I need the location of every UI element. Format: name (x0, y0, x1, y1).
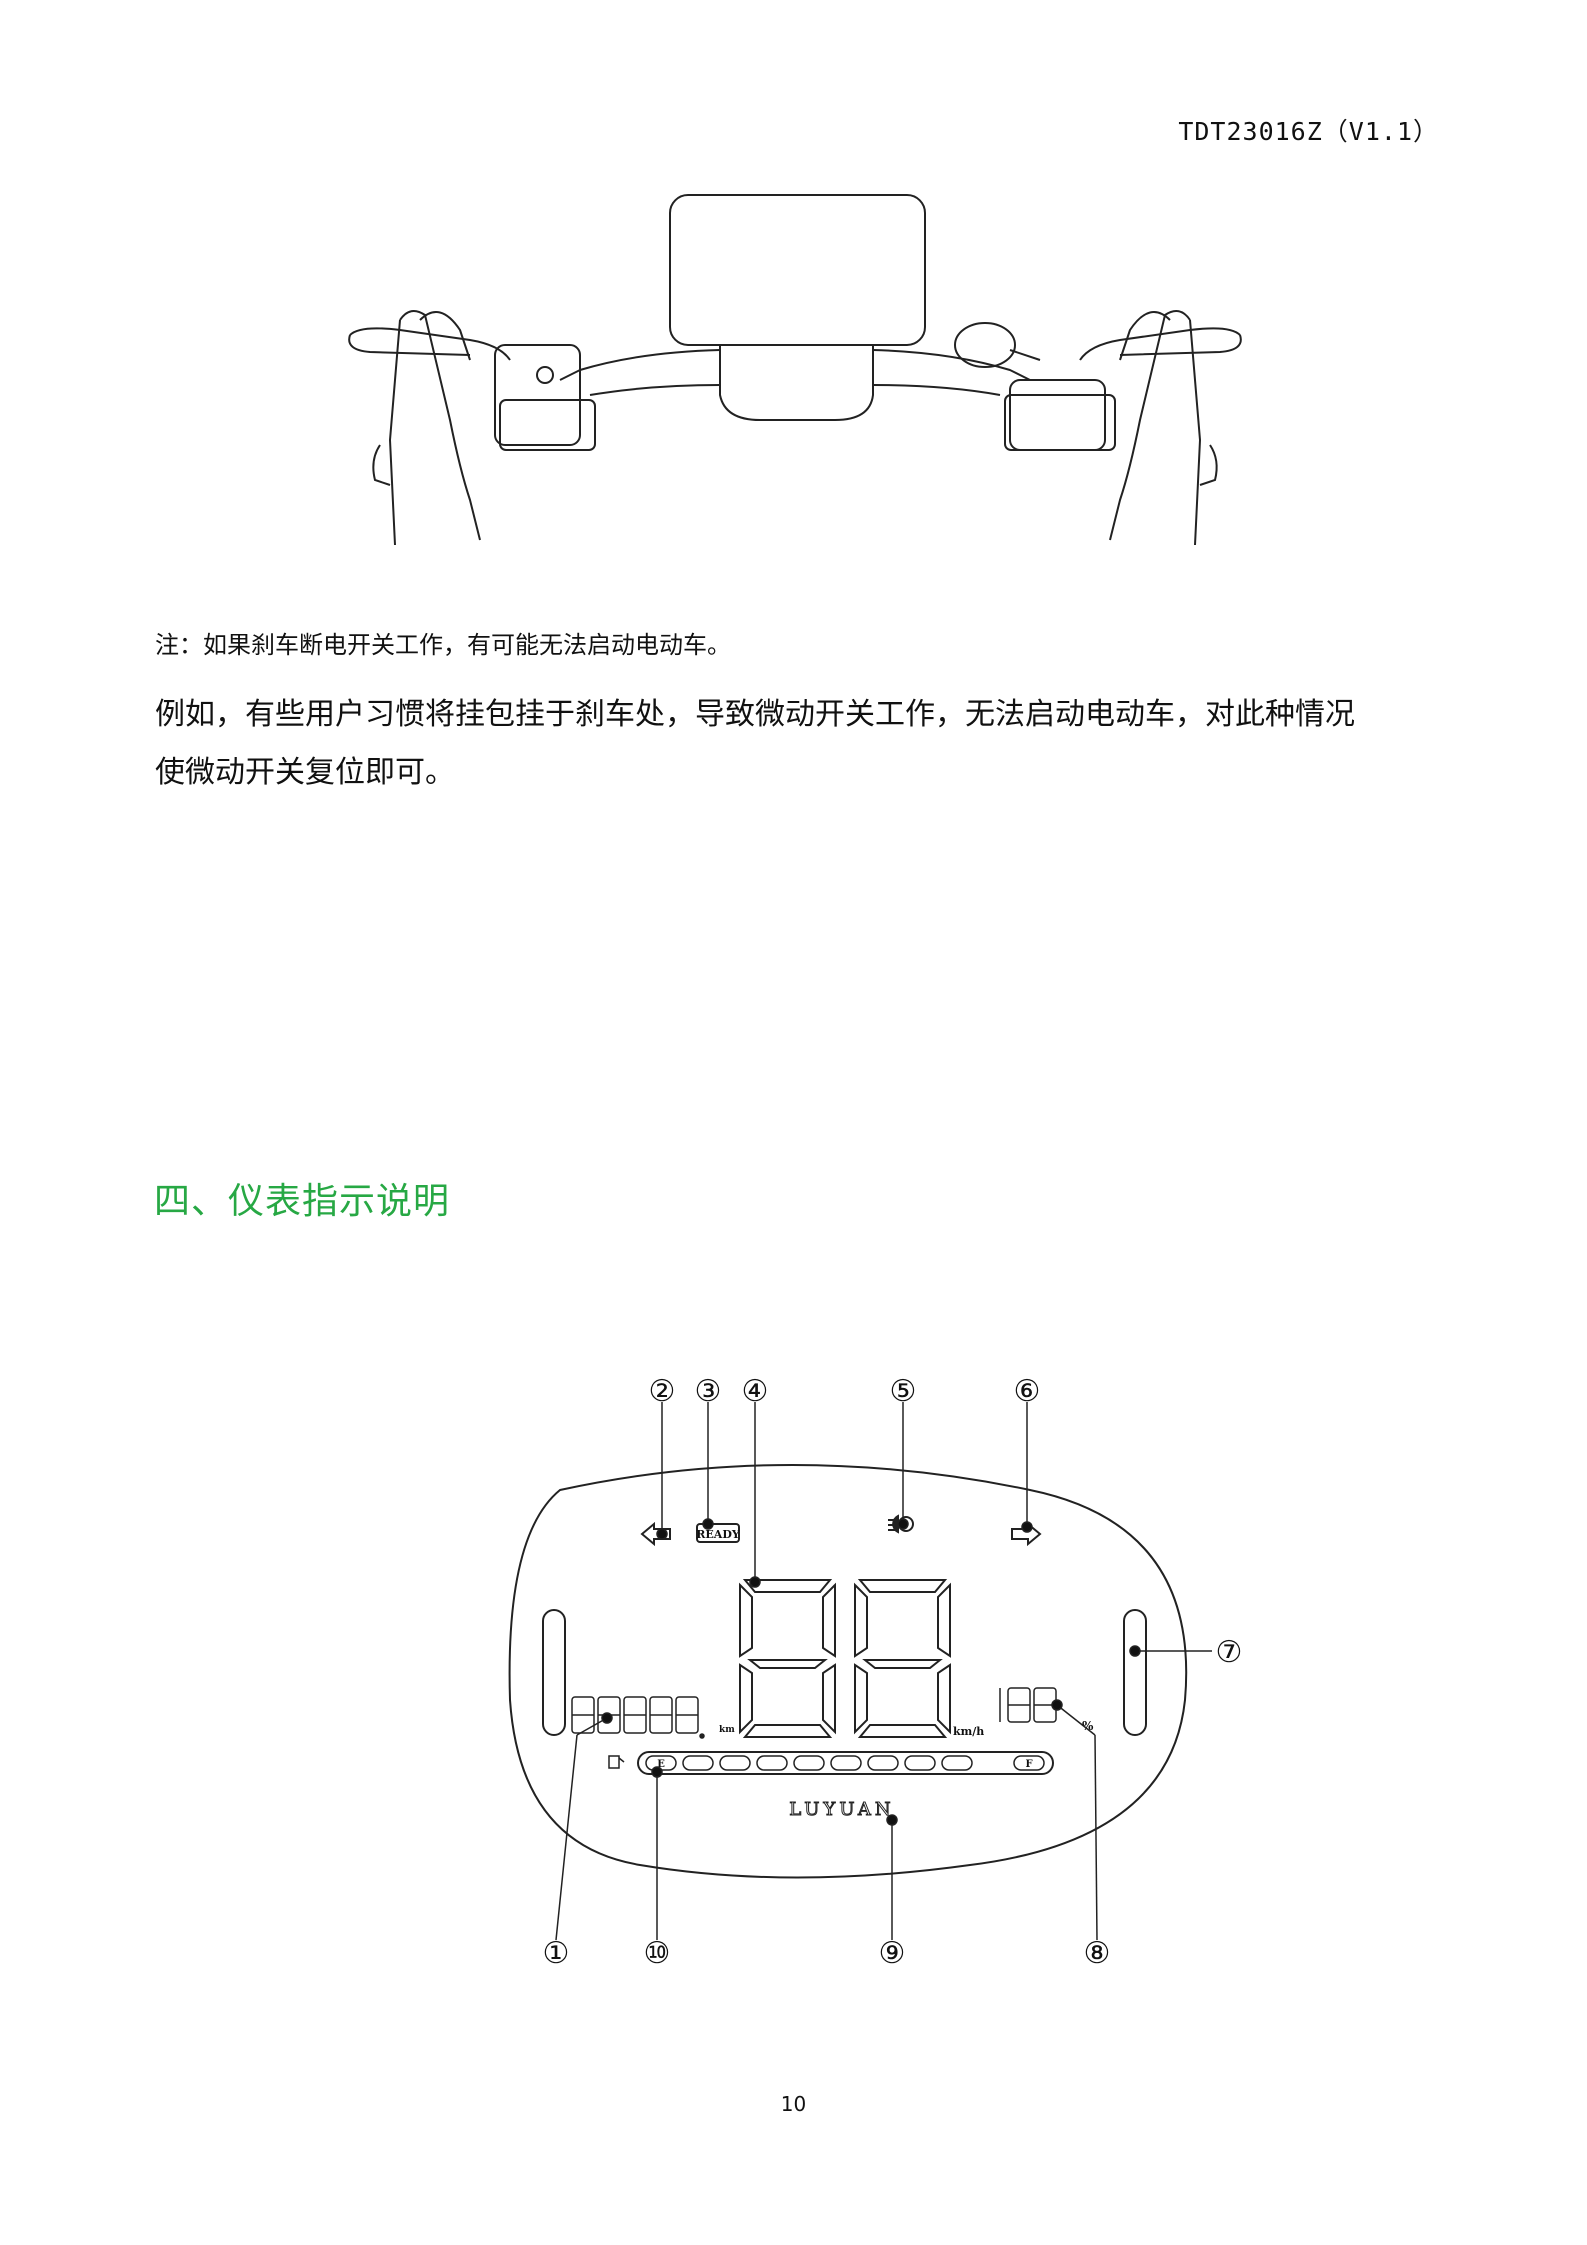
right-hand (1109, 310, 1191, 541)
mirror (954, 322, 1016, 368)
page-number: 10 (780, 2092, 807, 2116)
callout-6: ⑥ (1014, 1374, 1041, 1409)
paragraph-line-2: 使微动开关复位即可。 (155, 755, 455, 790)
brand-logo: LUYUAN (789, 1799, 894, 1820)
left-switch-box (494, 344, 581, 446)
right-brake-lever (1079, 327, 1241, 361)
right-side-bar (1123, 1609, 1147, 1736)
display-screen (669, 194, 926, 346)
fuel-empty-label: E (657, 1759, 665, 1770)
left-turn-icon (640, 1521, 671, 1547)
odometer-digits (571, 1696, 705, 1739)
document-code: TDT23016Z（V1.1） (1178, 117, 1439, 146)
callout-4: ④ (742, 1374, 769, 1409)
handlebar-illustration (348, 194, 1242, 546)
fuel-icon (608, 1755, 620, 1769)
battery-segments (645, 1755, 1045, 1771)
speed-digit-1 (739, 1579, 836, 1738)
left-side-bar (542, 1609, 566, 1736)
callout-leaders (555, 1402, 1212, 1941)
fuel-full-label: F (1025, 1759, 1032, 1770)
battery-percent-digits (999, 1687, 1057, 1723)
paragraph: 例如，有些用户习惯将挂包挂于刹车处，导致微动开关工作，无法启动电动车，对此种情况… (155, 686, 1455, 802)
odometer-unit: km (719, 1725, 735, 1735)
battery-bar-frame (637, 1751, 1054, 1775)
callout-10: ⑩ (644, 1936, 671, 1971)
percent-unit: % (1082, 1719, 1094, 1733)
callout-7: ⑦ (1216, 1635, 1243, 1670)
left-brake-lever (349, 327, 511, 361)
callout-1: ① (543, 1936, 570, 1971)
ready-indicator (696, 1523, 740, 1543)
callout-3: ③ (695, 1374, 722, 1409)
speed-unit: km/h (953, 1725, 984, 1738)
paragraph-line-1: 例如，有些用户习惯将挂包挂于刹车处，导致微动开关工作，无法启动电动车，对此种情况 (155, 697, 1355, 732)
note-text: 注：如果刹车断电开关工作，有可能无法启动电动车。 (155, 631, 731, 659)
handlebar-hub (719, 345, 874, 421)
callout-2: ② (649, 1374, 676, 1409)
callout-numbers: ① ② ③ ④ ⑤ ⑥ ⑦ ⑧ ⑨ ⑩ (543, 1374, 1243, 1971)
callout-5: ⑤ (890, 1374, 917, 1409)
dashboard-outline (508, 1464, 1188, 1879)
left-hand (399, 310, 481, 541)
speed-digit-2 (854, 1579, 951, 1738)
speed-digits (739, 1579, 951, 1738)
callout-9: ⑨ (879, 1936, 906, 1971)
section-title: 四、仪表指示说明 (154, 1181, 451, 1222)
ready-label: READY (696, 1528, 740, 1541)
callout-8: ⑧ (1084, 1936, 1111, 1971)
